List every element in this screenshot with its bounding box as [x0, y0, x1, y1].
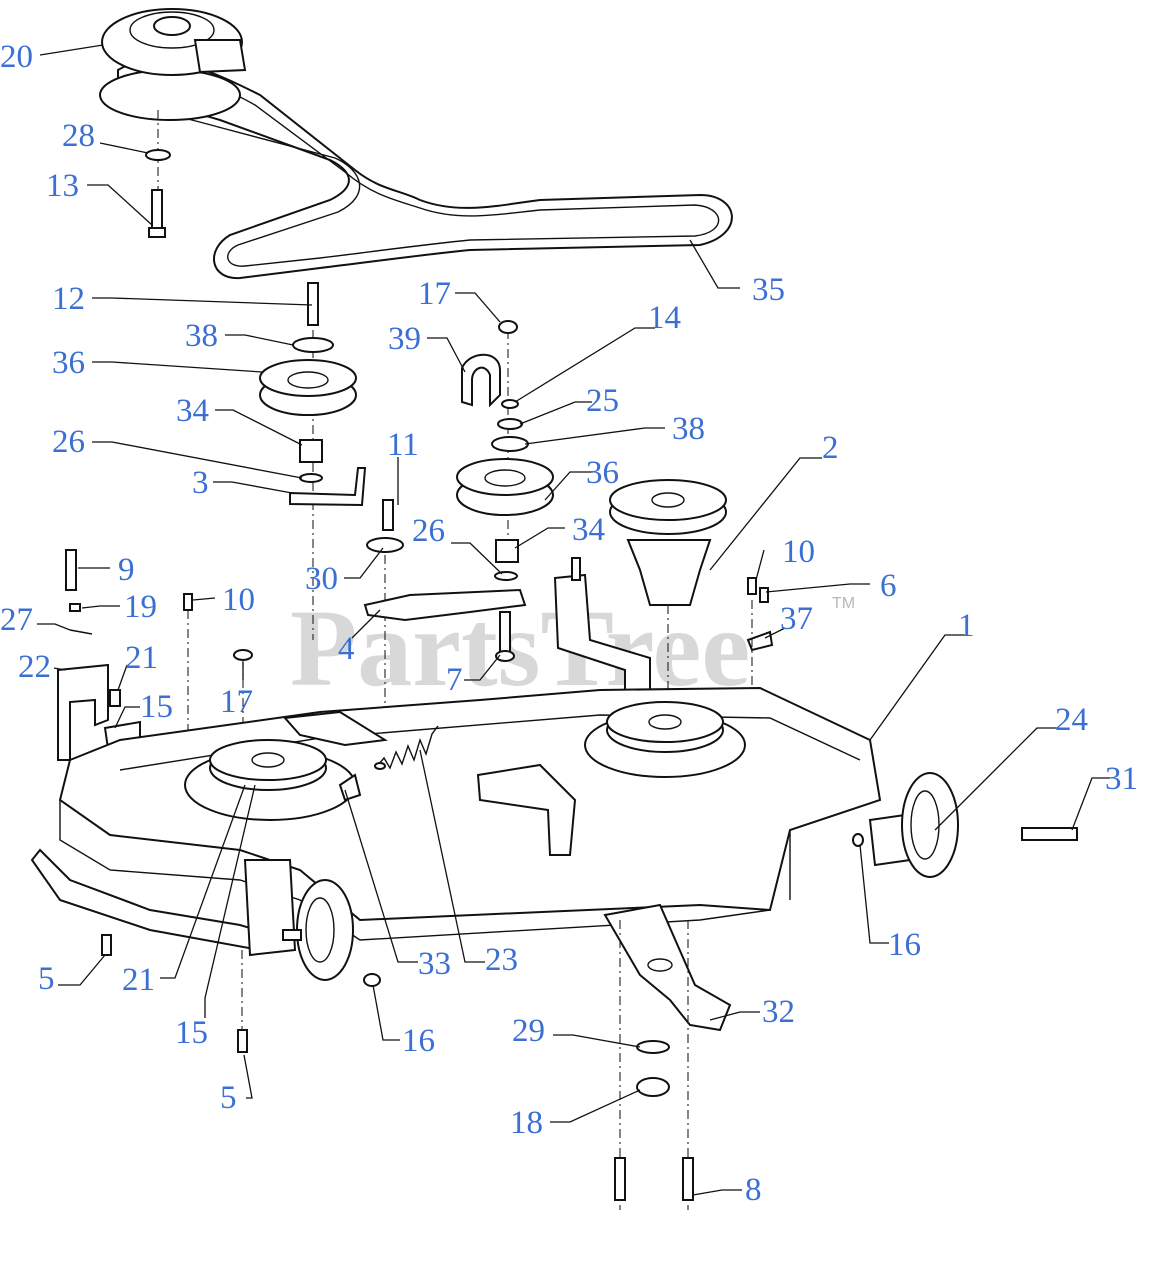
callout-36: 36 [52, 345, 85, 381]
nut-19 [69, 603, 81, 612]
idler-stack-left [259, 282, 367, 640]
callout-36: 36 [586, 455, 619, 491]
callout-10: 10 [222, 582, 255, 618]
callout-25: 25 [586, 383, 619, 419]
callout-17: 17 [220, 684, 253, 720]
bolt-6 [759, 587, 769, 603]
callout-35: 35 [752, 272, 785, 308]
callout-7: 7 [446, 662, 463, 698]
bolt-13 [151, 189, 163, 231]
callout-37: 37 [780, 601, 813, 637]
hex-nut-18 [636, 1077, 670, 1097]
callout-38: 38 [185, 318, 218, 354]
pin-27 [69, 629, 93, 635]
callout-17: 17 [418, 276, 451, 312]
callout-14: 14 [648, 300, 681, 336]
callout-11: 11 [387, 427, 419, 463]
bolt-10-left [183, 593, 193, 611]
nut-16-lower [363, 973, 381, 987]
callout-16: 16 [402, 1023, 435, 1059]
spindle-right-on-deck [584, 701, 746, 778]
callout-5: 5 [220, 1080, 237, 1116]
callout-34: 34 [572, 512, 605, 548]
bolt-10-right [747, 577, 757, 595]
callout-15: 15 [140, 689, 173, 725]
callout-12: 12 [52, 281, 85, 317]
callout-4: 4 [338, 631, 355, 667]
mower-deck [30, 686, 882, 952]
bolt-8-b [682, 1157, 694, 1201]
axle-bolt-31 [1021, 827, 1078, 841]
bolt-11 [382, 499, 394, 531]
washer-28 [145, 149, 171, 161]
callout-29: 29 [512, 1013, 545, 1049]
washer-30 [366, 537, 404, 553]
callout-3: 3 [192, 465, 209, 501]
bracket-37 [746, 630, 774, 652]
callout-24: 24 [1055, 702, 1088, 738]
callout-19: 19 [124, 589, 157, 625]
callout-6: 6 [880, 568, 897, 604]
callout-10: 10 [782, 534, 815, 570]
tension-spring [374, 725, 439, 770]
callout-34: 34 [176, 393, 209, 429]
callout-32: 32 [762, 994, 795, 1030]
callout-16: 16 [888, 927, 921, 963]
callout-26: 26 [52, 424, 85, 460]
bolt-8-a [614, 1157, 626, 1201]
callout-39: 39 [388, 321, 421, 357]
washer-29 [636, 1040, 670, 1054]
bracket-22 [57, 663, 109, 761]
spacer-21 [109, 689, 121, 707]
callout-27: 27 [0, 602, 33, 638]
gauge-wheel-right [868, 772, 959, 878]
callout-15: 15 [175, 1015, 208, 1051]
callout-31: 31 [1105, 761, 1138, 797]
gauge-wheel-left [243, 859, 354, 981]
bolt-5-upper [101, 934, 112, 956]
bolt-5-lower [237, 1029, 248, 1053]
callout-1: 1 [958, 608, 975, 644]
idler-stack-right [456, 320, 554, 581]
callout-26: 26 [412, 513, 445, 549]
callout-9: 9 [118, 552, 135, 588]
callout-28: 28 [62, 118, 95, 154]
bolt-7 [499, 611, 511, 653]
bolt-9 [65, 549, 77, 591]
nut-17 [233, 649, 253, 661]
callout-23: 23 [485, 942, 518, 978]
spindle-left [184, 739, 362, 821]
callout-labels: 20 28 13 35 12 38 36 34 26 3 11 17 39 14… [0, 39, 1138, 1208]
callout-18: 18 [510, 1105, 543, 1141]
callout-2: 2 [822, 430, 839, 466]
nut-16-right [852, 833, 864, 847]
spindle-assembly-right [609, 479, 727, 700]
callout-21: 21 [125, 640, 158, 676]
callout-22: 22 [18, 649, 51, 685]
electric-clutch [99, 8, 247, 121]
leader-lines [37, 44, 1110, 1196]
callout-21: 21 [122, 962, 155, 998]
callout-8: 8 [745, 1172, 762, 1208]
callout-38: 38 [672, 411, 705, 447]
callout-20: 20 [0, 39, 33, 75]
drive-belt [117, 59, 733, 280]
mower-blade [603, 903, 732, 1032]
callout-33: 33 [418, 946, 451, 982]
callout-30: 30 [305, 561, 338, 597]
callout-5: 5 [38, 961, 55, 997]
callout-13: 13 [46, 168, 79, 204]
watermark-trademark: TM [832, 595, 855, 612]
